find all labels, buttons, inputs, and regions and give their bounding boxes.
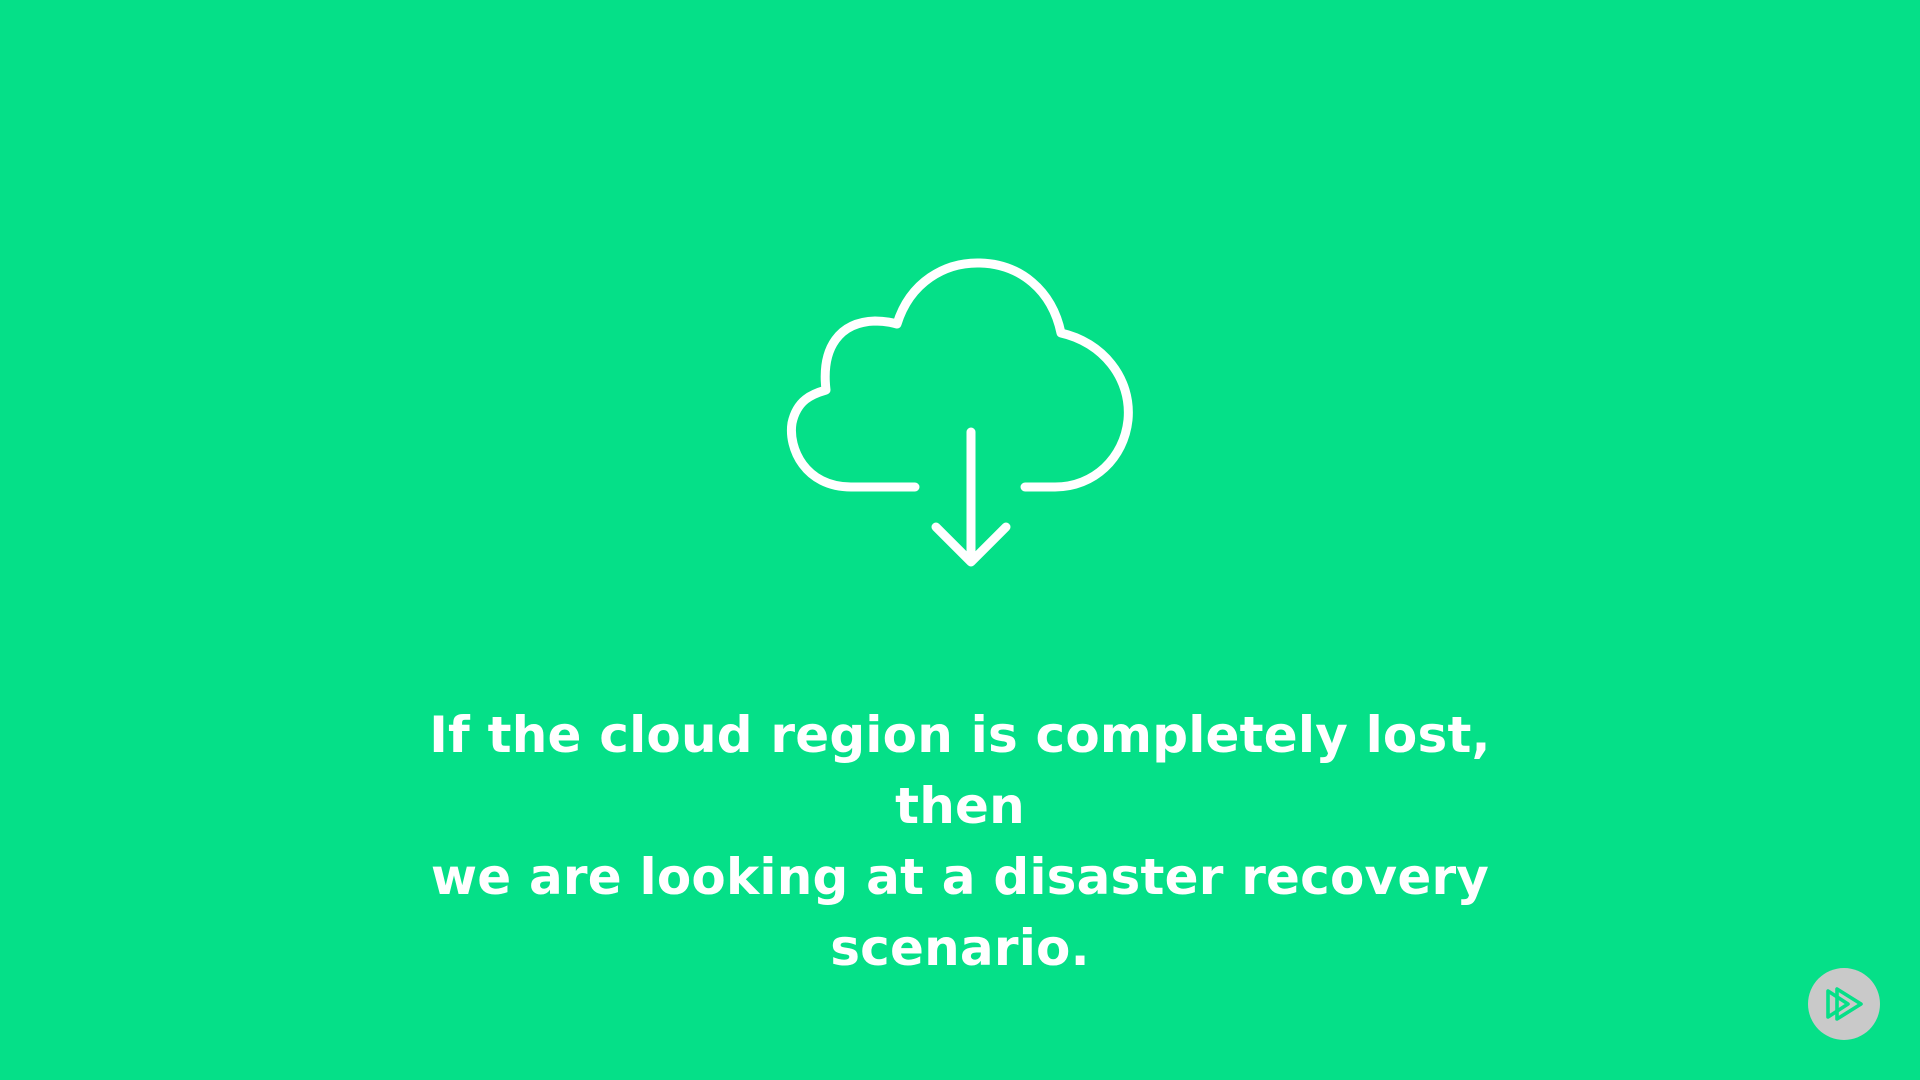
caption-line-2: we are looking at a disaster recovery: [430, 848, 1490, 906]
slide-caption: If the cloud region is completely lost, …: [360, 700, 1560, 984]
cloud-download-icon: [786, 258, 1133, 567]
pluralsight-play-icon: [1826, 987, 1863, 1021]
caption-line-3: scenario.: [830, 919, 1090, 977]
play-badge[interactable]: [1808, 968, 1880, 1040]
caption-line-1: If the cloud region is completely lost, …: [429, 706, 1491, 835]
